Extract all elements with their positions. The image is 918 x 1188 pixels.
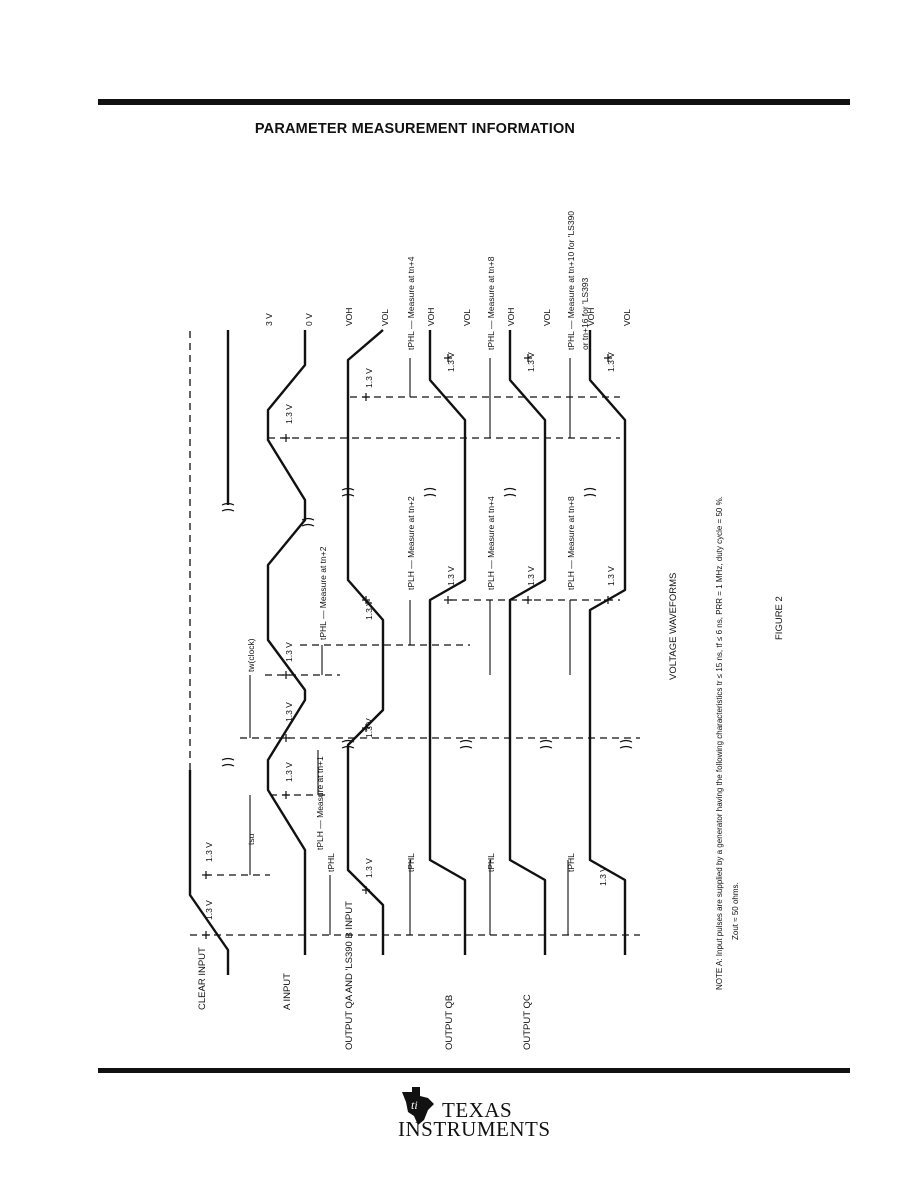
qa-output-label: OUTPUT QA AND 'LS390 B INPUT bbox=[344, 901, 355, 1050]
qc-output-label: OUTPUT QC bbox=[522, 994, 533, 1050]
tsu-label: tsu bbox=[246, 833, 256, 845]
tplh-n8-label: tPLH — Measure at tn+8 bbox=[566, 496, 576, 590]
tplh-n4-label: tPLH — Measure at tn+4 bbox=[486, 496, 496, 590]
logo-word-texas: TEXAS bbox=[442, 1098, 513, 1122]
qb-output-label: OUTPUT QB bbox=[444, 995, 455, 1050]
level-vol-qc: VOL bbox=[542, 309, 552, 326]
crossing-label-14: 1.3 V bbox=[526, 352, 536, 372]
crossing-label-6: 1.3 V bbox=[284, 404, 294, 424]
level-voh-qd: VOH bbox=[586, 308, 596, 326]
tphl-qb-label: tPHL bbox=[406, 853, 416, 872]
a-input-waveform bbox=[266, 330, 307, 955]
tphl-n8-label: tPHL — Measure at tn+8 bbox=[486, 256, 496, 350]
level-0v: 0 V bbox=[304, 313, 314, 326]
qd-output-waveform bbox=[588, 330, 627, 955]
qa-output-waveform bbox=[346, 329, 385, 955]
note-a-impedance: Zout ≈ 50 ohms. bbox=[731, 882, 740, 940]
page-title: PARAMETER MEASUREMENT INFORMATION bbox=[254, 121, 576, 137]
logo-word-instruments: INSTRUMENTS bbox=[398, 1117, 551, 1141]
level-voh-qc: VOH bbox=[506, 308, 516, 326]
crossing-label-9: 1.3 V bbox=[364, 600, 374, 620]
crossing-label-2: 1.3 V bbox=[204, 842, 214, 862]
texas-instruments-logo: ti TEXAS INSTRUMENTS bbox=[398, 1086, 558, 1146]
crossing-label-15: 1.3 V bbox=[606, 566, 616, 586]
tphl-qa-label: tPHL bbox=[326, 853, 336, 872]
level-vol-qa: VOL bbox=[380, 309, 390, 326]
crossing-markers bbox=[202, 354, 612, 939]
note-a: NOTE A: Input pulses are supplied by a g… bbox=[715, 496, 724, 990]
crossing-label-5: 1.3 V bbox=[284, 642, 294, 662]
break-marks bbox=[221, 487, 633, 767]
bottom-rule bbox=[98, 1068, 850, 1073]
timing-arrows bbox=[249, 358, 571, 935]
level-vol-qb: VOL bbox=[462, 309, 472, 326]
crossing-label-4: 1.3 V bbox=[284, 702, 294, 722]
figure-label: FIGURE 2 bbox=[774, 596, 785, 640]
tphl-qc-label: tPHL bbox=[486, 853, 496, 872]
crossing-label-12: 1.3 V bbox=[446, 352, 456, 372]
tphl-n16-label: or tn+16 for 'LS393 bbox=[580, 277, 590, 350]
tphl-n4-label: tPHL — Measure at tn+4 bbox=[406, 256, 416, 350]
qc-output-waveform bbox=[508, 330, 547, 955]
tw-clock-label: tw(clock) bbox=[246, 638, 256, 672]
clear-input-waveform bbox=[188, 770, 230, 975]
clear-input-label: CLEAR INPUT bbox=[197, 947, 208, 1010]
crossing-label-3: 1.3 V bbox=[284, 762, 294, 782]
level-3v: 3 V bbox=[264, 313, 274, 326]
crossing-label-10: 1.3 V bbox=[364, 368, 374, 388]
crossing-label-8: 1.3 V bbox=[364, 718, 374, 738]
crossing-label-13: 1.3 V bbox=[526, 566, 536, 586]
a-input-label: A INPUT bbox=[282, 973, 293, 1010]
svg-text:ti: ti bbox=[411, 1098, 418, 1112]
crossing-label-11: 1.3 V bbox=[446, 566, 456, 586]
texas-state-icon: ti bbox=[402, 1087, 434, 1125]
crossing-label-16: 1.3 V bbox=[606, 352, 616, 372]
crossing-label-1: 1.3 V bbox=[204, 900, 214, 920]
waveform-caption: VOLTAGE WAVEFORMS bbox=[668, 573, 679, 680]
tphl-n10-label: tPHL — Measure at tn+10 for 'LS390 bbox=[566, 211, 576, 350]
tplh-first-label: tPLH — Measure at tn+1 bbox=[315, 756, 325, 850]
crossing-label-17: 1.3 V bbox=[598, 866, 608, 886]
reference-lines bbox=[190, 396, 640, 936]
top-rule bbox=[98, 99, 850, 105]
crossing-label-7: 1.3 V bbox=[364, 858, 374, 878]
level-voh-qa: VOH bbox=[344, 308, 354, 326]
level-vol-qd: VOL bbox=[622, 309, 632, 326]
qb-output-waveform bbox=[428, 330, 467, 955]
tphl-qd-label: tPHL bbox=[566, 853, 576, 872]
level-voh-qb: VOH bbox=[426, 308, 436, 326]
tplh-n2-label: tPLH — Measure at tn+2 bbox=[406, 496, 416, 590]
tphl-n2-label: tPHL — Measure at tn+2 bbox=[318, 546, 328, 640]
